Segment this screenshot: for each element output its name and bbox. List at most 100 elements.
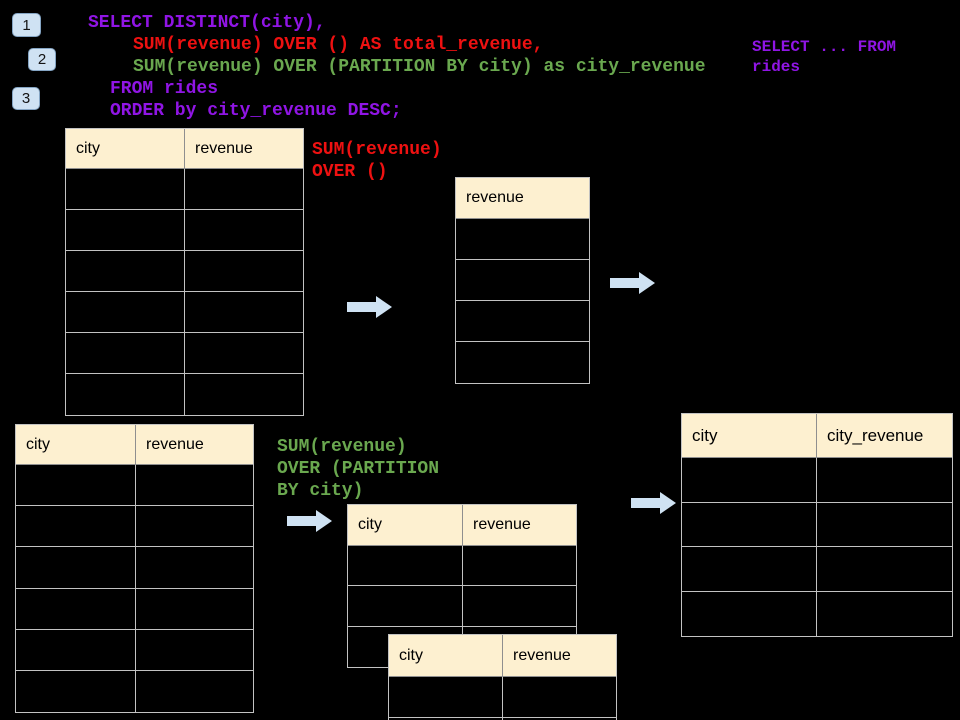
table-row (66, 169, 303, 210)
column-header-city-revenue: city_revenue (827, 425, 924, 445)
arrow-right-icon (347, 295, 393, 319)
table-city-revenue-result: city city_revenue (681, 413, 953, 637)
table-cell-empty (185, 251, 303, 291)
column-header-city: city (348, 505, 463, 545)
table-cell-empty (185, 210, 303, 250)
code-line: FROM rides (110, 79, 219, 99)
table-header-row: city city_revenue (682, 414, 952, 458)
sql-code-block: SELECT DISTINCT(city),SUM(revenue) OVER … (88, 12, 706, 122)
table-row (66, 210, 303, 251)
column-header-city: city (389, 635, 503, 676)
table-header-row: revenue (456, 178, 589, 219)
table-row (16, 506, 253, 548)
table-row (682, 458, 952, 503)
table-row (16, 670, 253, 713)
code-line: SELECT ... FROM (752, 38, 897, 56)
table-cell-empty (817, 458, 952, 502)
table-body (66, 169, 303, 415)
table-row (682, 547, 952, 592)
step-badge-3: 3 (12, 87, 40, 110)
table-cell-empty (66, 210, 185, 250)
column-header-city: city (682, 414, 817, 457)
column-header-revenue: revenue (513, 646, 571, 664)
table-cell-empty (16, 547, 136, 588)
table-row (456, 301, 589, 342)
table-cell-empty (348, 546, 463, 586)
code-line: SUM(revenue) (312, 140, 442, 160)
table-body (682, 458, 952, 636)
table-cell-empty (682, 502, 817, 546)
table-partition-mid: city revenue (347, 504, 577, 668)
table-row (348, 586, 576, 627)
table-total-revenue-result: revenue (455, 177, 590, 384)
table-cell-empty (136, 465, 253, 505)
column-header-revenue: revenue (466, 189, 524, 206)
column-header-revenue: revenue (146, 435, 204, 453)
code-line: SELECT DISTINCT(city), (88, 13, 326, 33)
table-cell-empty (16, 629, 136, 670)
table-cell-empty (185, 292, 303, 332)
table-row (348, 546, 576, 587)
table-header-row: city revenue (389, 635, 616, 677)
column-header-city: city (66, 129, 185, 168)
annotation-sum-over: SUM(revenue)OVER () (312, 139, 442, 183)
table-header-row: city revenue (348, 505, 576, 546)
table-row (682, 591, 952, 637)
code-line: OVER () (312, 162, 388, 182)
table-cell-empty (463, 546, 576, 585)
table-cell-empty (682, 591, 817, 636)
table-cell-empty (136, 506, 253, 546)
table-row (456, 342, 589, 383)
table-cell-empty (817, 547, 952, 591)
table-cell-empty (185, 374, 303, 415)
table-cell-empty (66, 333, 185, 373)
table-row (682, 502, 952, 547)
table-cell-empty (66, 251, 185, 291)
table-cell-empty (136, 589, 253, 629)
table-row (66, 251, 303, 292)
table-cell-empty (185, 169, 303, 209)
table-row (66, 333, 303, 374)
table-partition-overlay: city revenue (388, 634, 617, 720)
table-cell-empty (136, 630, 253, 670)
table-cell-empty (348, 586, 463, 626)
table-row (16, 629, 253, 671)
table-cell-empty (503, 677, 616, 717)
table-row (16, 588, 253, 630)
table-cell-empty (136, 671, 253, 712)
table-cell-empty (463, 586, 576, 625)
table-cell-empty (185, 333, 303, 373)
table-cell-empty (456, 260, 589, 300)
table-header-row: city revenue (16, 425, 253, 465)
code-line: OVER (PARTITION (277, 459, 440, 479)
step-badge-1: 1 (12, 13, 41, 37)
code-line: ORDER by city_revenue DESC; (110, 101, 402, 121)
table-cell-empty (16, 670, 136, 713)
table-cell-empty (817, 592, 952, 637)
table-row (66, 374, 303, 415)
table-cell-empty (16, 506, 136, 547)
table-cell-empty (456, 219, 589, 259)
code-line: SUM(revenue) (277, 437, 407, 457)
column-header-city: city (16, 425, 136, 464)
table-source-top: city revenue (65, 128, 304, 416)
table-cell-empty (456, 301, 589, 341)
column-header-revenue: revenue (473, 516, 531, 533)
table-cell-empty (456, 342, 589, 383)
table-cell-empty (16, 465, 136, 506)
table-cell-empty (682, 547, 817, 591)
table-body (456, 219, 589, 383)
table-cell-empty (389, 718, 503, 720)
table-cell-empty (389, 677, 503, 717)
arrow-right-icon (610, 271, 656, 295)
code-line: BY city) (277, 481, 364, 501)
table-row (16, 547, 253, 589)
code-line: SUM(revenue) OVER () AS total_revenue, (133, 35, 544, 55)
table-row (66, 292, 303, 333)
table-cell-empty (136, 547, 253, 587)
table-body (16, 465, 253, 713)
table-cell-empty (682, 458, 817, 502)
